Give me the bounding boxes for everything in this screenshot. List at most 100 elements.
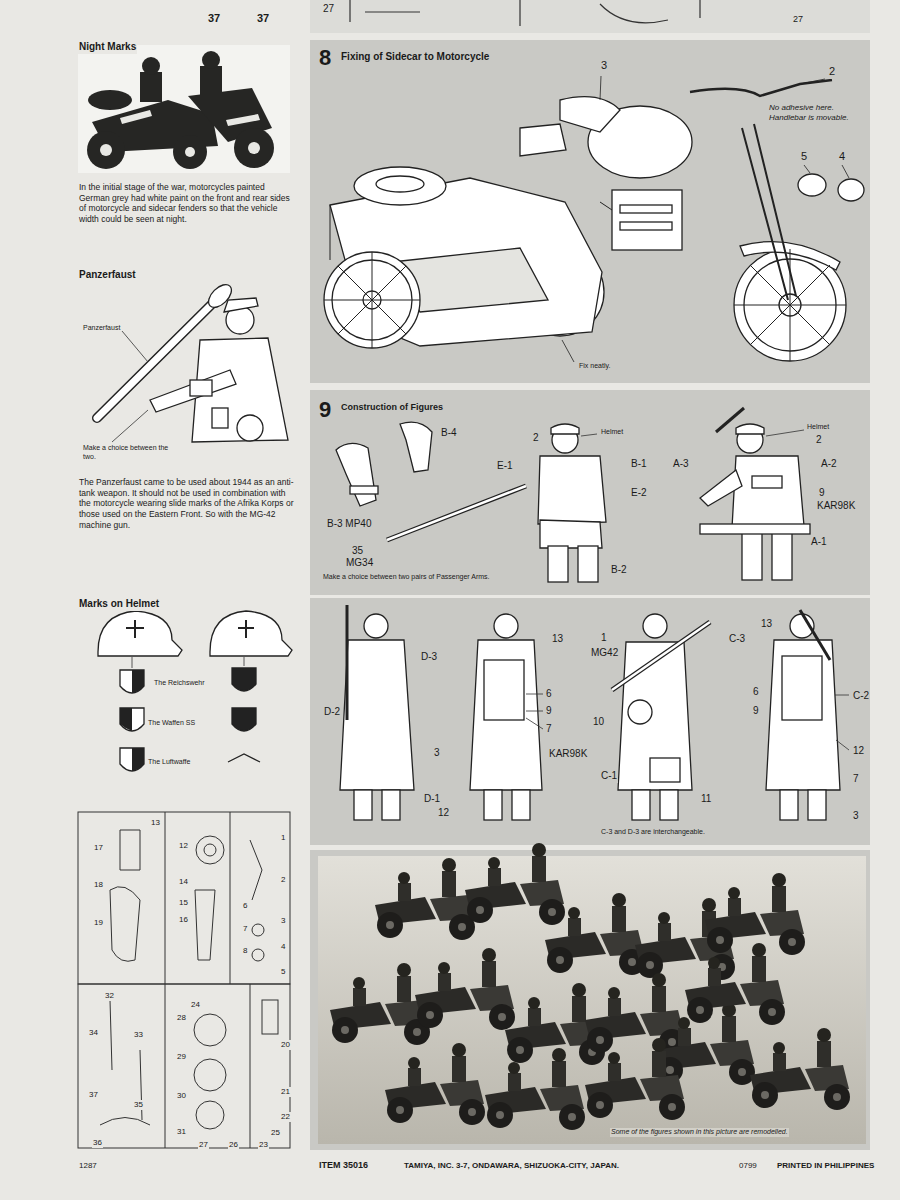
part-label: ITEM 35016	[318, 1160, 369, 1171]
callout-number: 10	[592, 716, 605, 729]
callout-number: 2	[828, 65, 836, 79]
step-number: 9	[318, 396, 332, 424]
part-label: Panzerfaust	[78, 269, 137, 282]
panel-text: Make a choice between two pairs of Passe…	[322, 573, 491, 582]
part-label: MG42	[590, 647, 619, 660]
callout-number: 6	[242, 901, 248, 911]
callout-number: 5	[280, 967, 286, 977]
panel-text: Some of the figures shown in this pictur…	[610, 1128, 789, 1137]
part-label: MG34	[345, 557, 374, 570]
callout-number: 31	[176, 1127, 187, 1137]
callout-number: 35	[133, 1100, 144, 1110]
callout-number: 36	[92, 1138, 103, 1148]
callout-number: 26	[228, 1140, 239, 1150]
callout-number: 6	[752, 686, 760, 699]
callout-number: 37	[88, 1090, 99, 1100]
callout-number: 12	[437, 807, 450, 820]
part-label: KAR98K	[816, 500, 856, 513]
callout-number: 9	[545, 705, 553, 718]
callout-number: 7	[545, 723, 553, 736]
callout-number: 35	[351, 545, 364, 558]
callout-number: 0799	[738, 1161, 758, 1171]
note-text: The Panzerfaust came to be used about 19…	[78, 477, 295, 530]
callout-number: 8	[242, 946, 248, 956]
callout-number: 12	[178, 841, 189, 851]
part-label: B-2	[610, 564, 628, 577]
callout-number: 27	[198, 1140, 209, 1150]
instruction-panel: 9 Construction of FiguresMake a choice be…	[310, 390, 870, 595]
part-label: A-2	[820, 458, 838, 471]
callout-number: 25	[270, 1128, 281, 1138]
callout-number: 23	[258, 1140, 269, 1150]
part-label: B-1	[630, 458, 648, 471]
callout-number: 3	[852, 810, 860, 823]
part-label: Panzerfaust	[82, 324, 121, 333]
panel-text: Fixing of Sidecar to Motorcycle	[340, 51, 490, 64]
callout-number: 33	[133, 1030, 144, 1040]
callout-number: 2	[815, 434, 823, 447]
callout-number: 37	[256, 12, 270, 26]
part-label: A-1	[810, 536, 828, 549]
callout-number: 13	[551, 633, 564, 646]
part-label: The Luftwaffe	[147, 758, 191, 767]
callout-number: 4	[838, 150, 846, 164]
callout-number: 21	[280, 1087, 291, 1097]
panel-text: Construction of Figures	[340, 402, 444, 413]
part-label: The Reichswehr	[153, 679, 206, 688]
callout-number: 3	[433, 747, 441, 760]
part-label: C-1	[600, 770, 618, 783]
callout-number: 13	[760, 618, 773, 631]
part-label: D-2	[323, 706, 341, 719]
callout-number: 30	[176, 1091, 187, 1101]
callout-number: 4	[280, 942, 286, 952]
part-label: Marks on Helmet	[78, 598, 160, 611]
panel-text: C-3 and D-3 are interchangeable.	[600, 828, 706, 837]
callout-number: 34	[88, 1028, 99, 1038]
callout-number: 22	[280, 1112, 291, 1122]
callout-number: 24	[190, 1000, 201, 1010]
step-number: 8	[318, 44, 332, 72]
callout-number: 12	[852, 745, 865, 758]
part-label: D-3	[420, 651, 438, 664]
callout-number: 1	[280, 833, 286, 843]
callout-number: 3	[600, 59, 608, 73]
part-label: E-1	[496, 460, 514, 473]
part-label: Make a choice between the two.	[82, 444, 174, 462]
callout-number: 6	[545, 688, 553, 701]
callout-number: 27	[792, 14, 804, 25]
callout-number: 18	[93, 880, 104, 890]
callout-number: 28	[176, 1013, 187, 1023]
part-label: PRINTED IN PHILIPPINES	[776, 1161, 875, 1171]
callout-number: 29	[176, 1052, 187, 1062]
part-label: Helmet	[600, 428, 624, 437]
callout-number: 2	[532, 432, 540, 445]
callout-number: 13	[150, 818, 161, 828]
part-label: The Waffen SS	[147, 719, 196, 728]
callout-number: 20	[280, 1040, 291, 1050]
part-label: B-4	[440, 427, 458, 440]
callout-number: 1	[600, 632, 608, 645]
callout-number: 37	[207, 12, 221, 26]
callout-number: 9	[752, 705, 760, 718]
callout-number: 7	[242, 924, 248, 934]
callout-number: 1287	[78, 1161, 98, 1171]
part-label: Fix neatly.	[578, 362, 611, 371]
callout-number: 17	[93, 843, 104, 853]
callout-number: 14	[178, 877, 189, 887]
note-text: TAMIYA, INC. 3-7, ONDAWARA, SHIZUOKA-CIT…	[403, 1161, 620, 1171]
instruction-panel: 8 Fixing of Sidecar to Motorcycle	[310, 40, 870, 383]
callout-number: 15	[178, 898, 189, 908]
part-label: Night Marks	[78, 41, 137, 54]
part-label: C-3	[728, 633, 746, 646]
part-label: D-1	[423, 793, 441, 806]
part-label: E-2	[630, 487, 648, 500]
note-text: In the initial stage of the war, motorcy…	[78, 182, 295, 225]
part-label: C-2	[852, 690, 870, 703]
callout-number: 3	[280, 916, 286, 926]
instruction-panel: Some of the figures shown in this pictur…	[310, 850, 870, 1150]
part-label: A-3	[672, 458, 690, 471]
part-label: Helmet	[806, 423, 830, 432]
part-label: B-3 MP40	[326, 518, 372, 531]
callout-number: 11	[700, 793, 712, 806]
